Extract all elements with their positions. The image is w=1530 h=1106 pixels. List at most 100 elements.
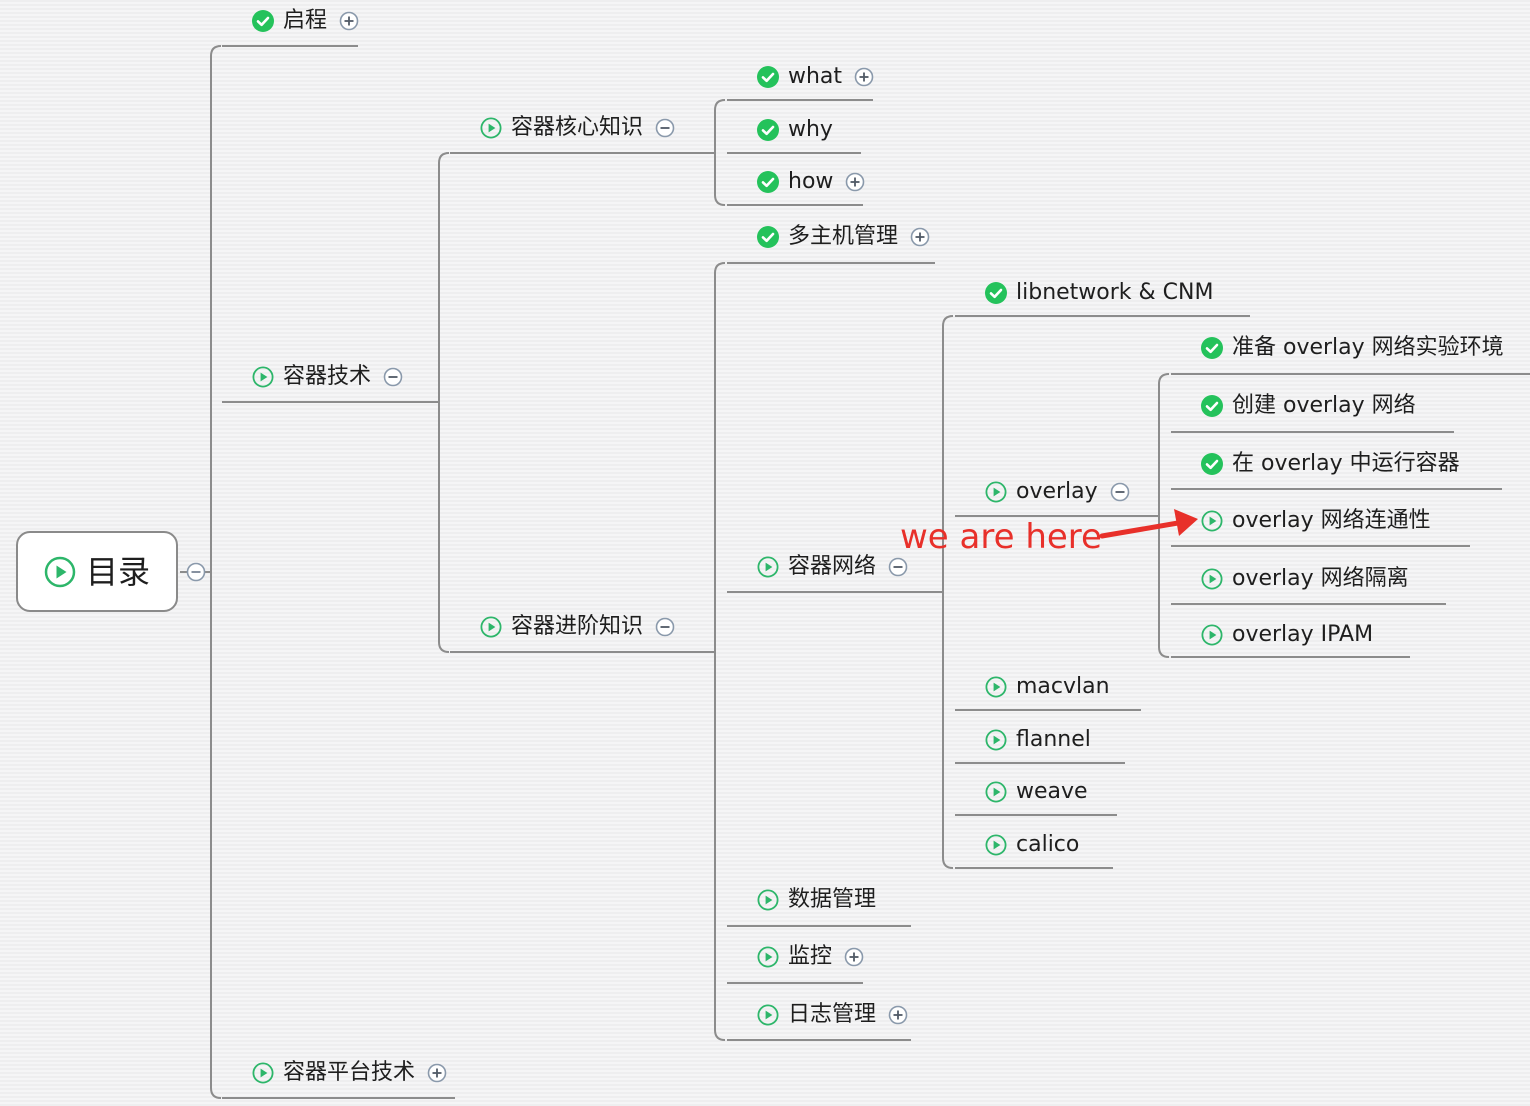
play-circle-icon [985, 729, 1007, 751]
node-label: 多主机管理 [788, 224, 899, 249]
node-label: 容器技术 [283, 364, 372, 389]
node-prep-overlay[interactable]: 准备 overlay 网络实验环境 [1201, 334, 1504, 362]
play-circle-icon [757, 946, 779, 968]
jinjie-zhishi-collapse-toggle[interactable] [655, 617, 675, 637]
node-label: weave [1016, 779, 1088, 804]
node-why[interactable]: why [757, 116, 833, 144]
tech-branch-connector [438, 152, 450, 653]
node-rongqi-jishu[interactable]: 容器技术 [252, 363, 371, 391]
node-flannel[interactable]: flannel [985, 726, 1091, 754]
play-circle-icon [985, 676, 1007, 698]
node-wangluo[interactable]: 容器网络 [757, 553, 876, 581]
node-label: 在 overlay 中运行容器 [1232, 451, 1460, 476]
check-circle-icon [757, 119, 779, 141]
node-libnetwork[interactable]: libnetwork & CNM [985, 279, 1213, 307]
how-expand-toggle[interactable] [845, 172, 865, 192]
node-label: 容器核心知识 [511, 115, 644, 140]
node-macvlan[interactable]: macvlan [985, 673, 1110, 701]
node-label: 容器平台技术 [283, 1060, 416, 1085]
network-branch-connector [942, 315, 954, 869]
root-label: 目录 [85, 552, 150, 591]
check-circle-icon [985, 282, 1007, 304]
advanced-branch-connector [714, 262, 726, 1041]
wangluo-collapse-toggle[interactable] [888, 557, 908, 577]
check-circle-icon [1201, 453, 1223, 475]
play-circle-icon [985, 834, 1007, 856]
check-circle-icon [1201, 395, 1223, 417]
play-circle-icon [757, 556, 779, 578]
play-circle-icon [757, 1004, 779, 1026]
play-circle-icon [44, 556, 76, 587]
node-duozhuji[interactable]: 多主机管理 [757, 223, 898, 251]
rizhi-expand-toggle[interactable] [888, 1005, 908, 1025]
node-label: overlay IPAM [1232, 622, 1374, 647]
node-overlay[interactable]: overlay [985, 478, 1098, 506]
node-rongqi-pingtai[interactable]: 容器平台技术 [252, 1059, 415, 1087]
check-circle-icon [757, 226, 779, 248]
node-shuju[interactable]: 数据管理 [757, 886, 876, 914]
node-label: why [788, 117, 833, 142]
play-circle-icon [252, 366, 274, 388]
rongqi-pingtai-expand-toggle[interactable] [427, 1063, 447, 1083]
node-overlay-conn[interactable]: overlay 网络连通性 [1201, 507, 1431, 535]
node-run-overlay[interactable]: 在 overlay 中运行容器 [1201, 450, 1460, 478]
play-circle-icon [480, 117, 502, 139]
node-label: overlay 网络连通性 [1232, 508, 1431, 533]
node-label: 监控 [788, 944, 833, 969]
node-label: libnetwork & CNM [1016, 280, 1214, 305]
node-weave[interactable]: weave [985, 778, 1088, 806]
play-circle-icon [1201, 624, 1223, 646]
annotation-arrow-icon [1099, 509, 1198, 539]
rongqi-jishu-collapse-toggle[interactable] [383, 367, 403, 387]
node-label: 启程 [283, 8, 328, 33]
check-circle-icon [1201, 337, 1223, 359]
node-label: 创建 overlay 网络 [1232, 393, 1416, 418]
node-label: 数据管理 [788, 887, 877, 912]
check-circle-icon [252, 10, 274, 32]
root-branch-connector [210, 45, 222, 1099]
root-node[interactable]: 目录 [16, 531, 178, 612]
play-circle-icon [985, 481, 1007, 503]
qicheng-expand-toggle[interactable] [339, 11, 359, 31]
play-circle-icon [985, 781, 1007, 803]
play-circle-icon [1201, 568, 1223, 590]
node-calico[interactable]: calico [985, 831, 1079, 859]
play-circle-icon [1201, 510, 1223, 532]
check-circle-icon [757, 171, 779, 193]
node-label: what [788, 64, 843, 89]
node-create-overlay[interactable]: 创建 overlay 网络 [1201, 392, 1416, 420]
node-label: calico [1016, 832, 1080, 857]
node-jinjie-zhishi[interactable]: 容器进阶知识 [480, 613, 643, 641]
node-label: 容器网络 [788, 554, 877, 579]
duozhuji-expand-toggle[interactable] [910, 227, 930, 247]
play-circle-icon [480, 616, 502, 638]
play-circle-icon [252, 1062, 274, 1084]
root-collapse-toggle[interactable] [186, 562, 206, 582]
core-branch-connector [714, 99, 726, 206]
node-label: overlay 网络隔离 [1232, 566, 1409, 591]
node-label: 准备 overlay 网络实验环境 [1232, 335, 1504, 360]
node-qicheng[interactable]: 启程 [252, 7, 327, 35]
node-label: 日志管理 [788, 1002, 877, 1027]
node-label: overlay [1016, 479, 1098, 504]
node-rizhi[interactable]: 日志管理 [757, 1001, 876, 1029]
play-circle-icon [757, 889, 779, 911]
node-label: how [788, 169, 834, 194]
annotation-label: we are here [900, 517, 1102, 557]
node-hexin-zhishi[interactable]: 容器核心知识 [480, 114, 643, 142]
node-label: macvlan [1016, 674, 1110, 699]
what-expand-toggle[interactable] [854, 67, 874, 87]
hexin-zhishi-collapse-toggle[interactable] [655, 118, 675, 138]
jiankong-expand-toggle[interactable] [844, 947, 864, 967]
node-jiankong[interactable]: 监控 [757, 943, 832, 971]
node-overlay-iso[interactable]: overlay 网络隔离 [1201, 565, 1409, 593]
node-label: 容器进阶知识 [511, 614, 644, 639]
node-how[interactable]: how [757, 168, 833, 196]
check-circle-icon [757, 66, 779, 88]
node-label: flannel [1016, 727, 1091, 752]
node-what[interactable]: what [757, 63, 842, 91]
overlay-collapse-toggle[interactable] [1110, 482, 1130, 502]
node-overlay-ipam[interactable]: overlay IPAM [1201, 621, 1373, 649]
